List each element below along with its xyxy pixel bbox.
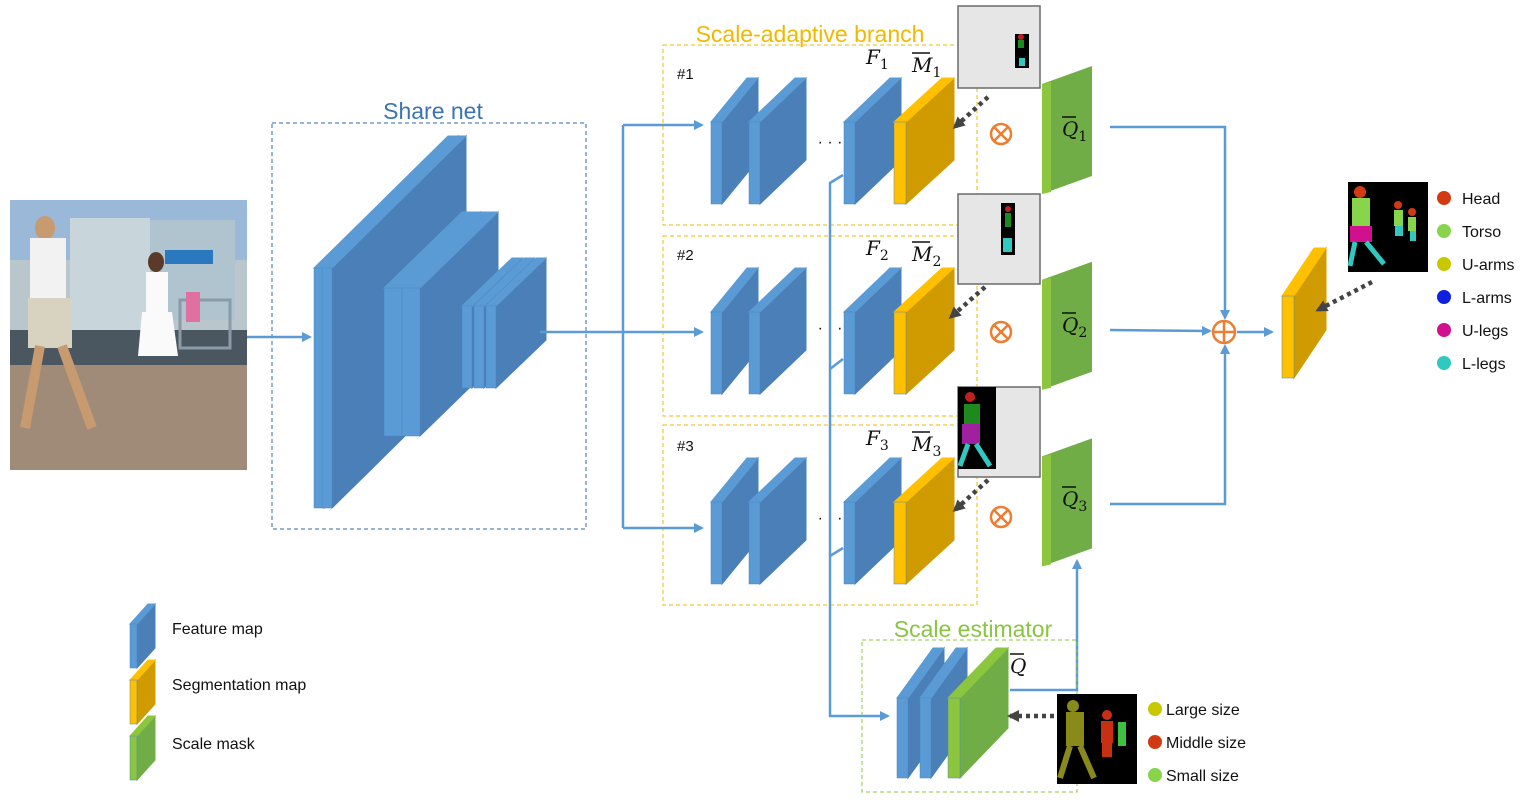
estimator-scale-mask (946, 646, 1010, 780)
multiply-operator-2 (989, 320, 1013, 344)
scale-estimator-feature-maps (896, 646, 1010, 780)
legend-segmentation-map-label: Segmentation map (172, 677, 306, 694)
legend-feature-map-label: Feature map (172, 621, 263, 638)
size-legend-label: Middle size (1166, 735, 1246, 752)
svg-text:M3: M3 (911, 432, 941, 460)
parts-legend-label: Torso (1462, 224, 1501, 241)
branch-3-feature-map-F (842, 456, 903, 586)
branch-1-feature-map-2 (747, 76, 808, 206)
branch-3-id: #3 (677, 438, 694, 455)
q2-to-sum-arrow (1109, 325, 1212, 336)
size-legend-label: Large size (1166, 702, 1240, 719)
mask-label-1: M1 (911, 52, 941, 81)
svg-text:M2: M2 (911, 242, 941, 270)
parts-legend-dot (1437, 224, 1451, 238)
feature-label-1: F1 (865, 45, 889, 73)
parts-legend-dot (1437, 323, 1451, 337)
add-operator (1211, 319, 1237, 345)
parts-legend-label: U-legs (1462, 323, 1508, 340)
scale-mask-label: Q (1010, 653, 1026, 678)
branch-3-scale-mask (1042, 438, 1092, 567)
q3-to-sum-arrow (1110, 344, 1230, 506)
size-legend-label: Small size (1166, 768, 1239, 785)
q-label-1: Q1 (1062, 116, 1087, 145)
branch-3-skip-line (829, 546, 844, 558)
q-label-3: Q3 (1062, 486, 1087, 515)
branch-2-scale-mask (1042, 261, 1092, 390)
size-ground-truth-image (1057, 694, 1137, 784)
svg-text:Q1: Q1 (1062, 117, 1087, 145)
mask-1-arrow (952, 95, 990, 130)
parts-legend-dot (1437, 290, 1451, 304)
parts-legend-dot (1437, 356, 1451, 370)
branch-1-feature-map-F (842, 76, 903, 206)
scale-estimator-input-arrow (828, 173, 890, 721)
legend-segmentation-map-swatch (128, 658, 157, 726)
share-net-layer-3c (484, 256, 548, 390)
branch-3-feature-map-2 (747, 456, 808, 586)
parts-legend-dot (1437, 191, 1451, 205)
branch-1-box (662, 44, 978, 226)
input-image (10, 200, 247, 470)
svg-text:M1: M1 (911, 53, 941, 81)
share-net-feature-maps (312, 134, 548, 510)
branch-1-feature-map-1 (709, 76, 760, 206)
branch-1-scale-mask (1042, 66, 1092, 194)
output-image-arrow (1315, 280, 1374, 312)
parts-legend-dot (1437, 257, 1451, 271)
branch-2-feature-map-1 (709, 266, 760, 396)
scale-mask-output-arrow (1010, 559, 1082, 692)
branch-2-box (662, 235, 978, 417)
q1-to-sum-arrow (1110, 125, 1230, 320)
scale-adaptive-branch-title: Scale-adaptive branch (696, 21, 925, 47)
legend-scale-mask-label: Scale mask (172, 736, 256, 753)
mask-3-arrow (952, 478, 990, 513)
mask-label-3: M3 (911, 431, 941, 460)
branch-feature-maps (709, 66, 1327, 586)
size-legend-dot (1148, 735, 1162, 749)
output-parsing-image (1347, 182, 1428, 272)
branch-1-id: #1 (677, 66, 694, 83)
svg-text:Q: Q (1010, 654, 1026, 678)
legend-feature-map-swatch (128, 602, 157, 670)
mask-thumbnail-2 (957, 193, 1041, 285)
feature-label-3: F3 (865, 426, 889, 454)
branch-2-feature-map-F (842, 266, 903, 396)
mask-label-2: M2 (911, 241, 941, 270)
parts-legend-label: L-legs (1462, 356, 1506, 373)
multiply-operator-3 (989, 505, 1013, 529)
legend-scale-mask-swatch (128, 714, 157, 782)
size-legend-dot (1148, 768, 1162, 782)
feature-label-2: F2 (865, 236, 889, 264)
branch-3-segmentation-map (892, 456, 956, 586)
branch-2-skip-line (829, 358, 844, 370)
branch-1-ellipsis: · · · (818, 134, 843, 151)
output-segmentation-map (1281, 246, 1327, 380)
branch-3-box (662, 424, 978, 606)
mask-thumbnail-3 (957, 386, 1041, 478)
block-type-legend (128, 602, 157, 782)
parts-legend-label: L-arms (1462, 290, 1512, 307)
branch-1-segmentation-map (892, 76, 956, 206)
parts-legend-label: Head (1462, 191, 1500, 208)
svg-text:Q3: Q3 (1062, 487, 1087, 515)
mask-2-arrow (948, 285, 987, 319)
scale-estimator-title: Scale estimator (894, 616, 1053, 642)
parts-legend-label: U-arms (1462, 257, 1514, 274)
branch-2-id: #2 (677, 247, 694, 264)
size-legend-dot (1148, 702, 1162, 716)
share-net-box (271, 122, 587, 530)
branch-2-segmentation-map (892, 266, 956, 396)
multiply-operator-1 (989, 122, 1013, 146)
branch-2-feature-map-2 (747, 266, 808, 396)
q-label-2: Q2 (1062, 312, 1087, 341)
share-net-title: Share net (383, 98, 483, 124)
branch-3-feature-map-1 (709, 456, 760, 586)
mask-thumbnail-1 (957, 5, 1041, 89)
share-net-layer-2b (400, 210, 500, 438)
svg-text:Q2: Q2 (1062, 313, 1087, 341)
